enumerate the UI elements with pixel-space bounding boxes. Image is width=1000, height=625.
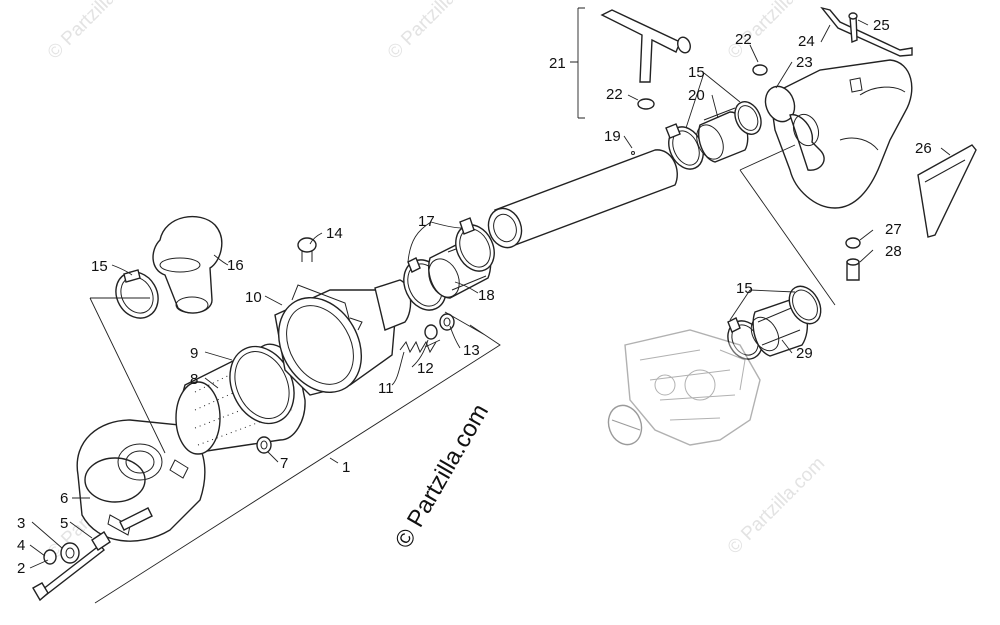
hose-clamp [115, 269, 159, 319]
engine-pulley [607, 404, 643, 446]
callout-9: 9 [190, 345, 198, 362]
callout-1: 1 [342, 459, 350, 476]
callout-21: 21 [549, 55, 566, 72]
bolt [32, 544, 105, 602]
callout-2: 2 [17, 560, 25, 577]
callout-4: 4 [17, 537, 25, 554]
hose-clamp [734, 101, 762, 135]
watermark-faint: © Partzilla.com [724, 453, 829, 558]
callout-28: 28 [885, 243, 902, 260]
callout-15-left: 15 [91, 258, 108, 275]
callout-22-top: 22 [735, 31, 752, 48]
engine-reference [624, 329, 761, 446]
spring [399, 340, 437, 354]
callout-13: 13 [463, 342, 480, 359]
drain-tube [119, 507, 153, 531]
callout-12: 12 [417, 360, 434, 377]
callout-23: 23 [796, 54, 813, 71]
callout-15-right: 15 [736, 280, 753, 297]
callout-18: 18 [478, 287, 495, 304]
clip [637, 98, 655, 110]
filter-cover [274, 279, 412, 396]
callout-10: 10 [245, 289, 262, 306]
callout-25: 25 [873, 17, 890, 34]
callout-8: 8 [190, 371, 198, 388]
callout-19: 19 [604, 128, 621, 145]
callout-20: 20 [688, 87, 705, 104]
grommet [60, 542, 80, 564]
plug [297, 237, 317, 262]
callout-15-top: 15 [688, 64, 705, 81]
callout-26: 26 [915, 140, 932, 157]
clip [752, 64, 768, 76]
fitting [846, 258, 860, 281]
assembly-bracket [89, 144, 836, 604]
vent-tube [600, 9, 691, 83]
hose-clamp [665, 123, 704, 170]
callout-7: 7 [280, 455, 288, 472]
intake-tube [487, 149, 678, 249]
callout-22-left: 22 [606, 86, 623, 103]
coupler [696, 107, 749, 163]
callout-27: 27 [885, 221, 902, 238]
washer [43, 549, 57, 565]
callout-24: 24 [798, 33, 815, 50]
callout-14: 14 [326, 225, 343, 242]
mounting-bracket [820, 6, 913, 57]
hose-clamp [455, 217, 495, 272]
grommet [845, 237, 861, 249]
callout-16: 16 [227, 257, 244, 274]
callout-17: 17 [418, 213, 435, 230]
watermark-faint: © Partzilla.com [44, 0, 149, 64]
callout-11: 11 [378, 380, 394, 397]
watermark-main: © Partzilla.com [390, 399, 494, 553]
clip [91, 531, 111, 551]
watermark-faint: © Partzilla.com [384, 0, 489, 64]
grommet [439, 313, 455, 331]
callout-5: 5 [60, 515, 68, 532]
callout-3: 3 [17, 515, 25, 532]
cover-plate [917, 144, 977, 238]
callout-leaders [29, 19, 951, 569]
washer [424, 324, 438, 340]
hose-clamp [788, 285, 822, 325]
screw [848, 12, 858, 44]
air-resonator [764, 59, 913, 209]
grommet [256, 436, 272, 454]
bracket-21 [570, 7, 585, 119]
elbow-hose [152, 215, 223, 314]
callout-6: 6 [60, 490, 68, 507]
airbox-housing [76, 419, 206, 542]
callout-29: 29 [796, 345, 813, 362]
